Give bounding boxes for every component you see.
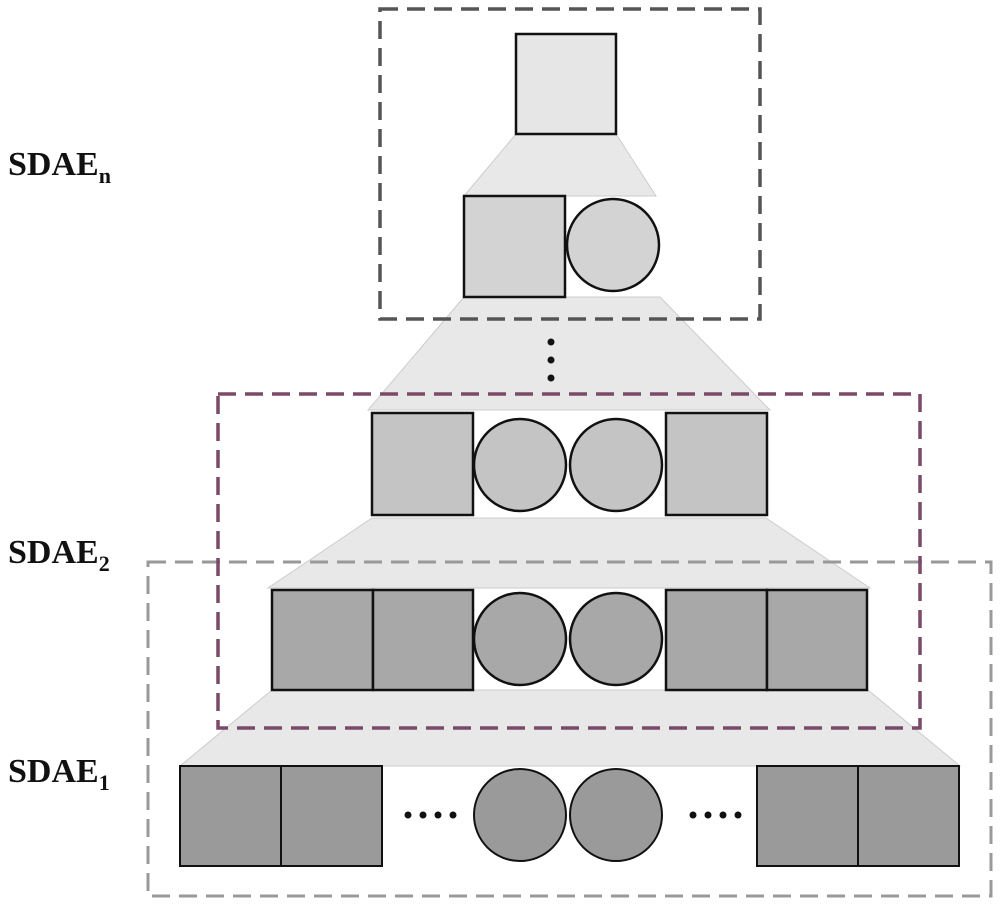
unit-2-square-left [370, 411, 475, 517]
unit-bottom-square-4 [857, 765, 960, 867]
unit-mid-square-4 [765, 588, 869, 692]
label-sdae-n-base: SDAE [8, 146, 99, 183]
unit-mid-square-2 [371, 588, 475, 692]
unit-bottom-circle-2 [569, 768, 663, 862]
unit-2-circle-left [472, 417, 568, 513]
label-sdae-2-sub: 2 [98, 551, 110, 576]
label-sdae-2: SDAE2 [8, 536, 110, 575]
unit-bottom-square-3 [756, 765, 859, 867]
group-box-sdae-1 [146, 560, 993, 898]
group-box-sdae-2 [216, 392, 922, 730]
unit-mid-circle-2 [568, 591, 664, 687]
unit-n-circle [565, 197, 661, 293]
horizontal-ellipsis-left [404, 811, 457, 819]
group-box-sdae-n [378, 7, 762, 321]
horizontal-ellipsis-right [689, 811, 742, 819]
unit-mid-square-3 [664, 588, 769, 692]
label-sdae-n-sub: n [98, 163, 111, 188]
unit-top-square [514, 32, 618, 136]
label-sdae-2-base: SDAE [8, 534, 99, 571]
unit-mid-square-1 [270, 588, 375, 692]
label-sdae-n: SDAEn [8, 148, 111, 187]
connection-trapezoid-n-to-dots [366, 296, 772, 411]
unit-bottom-square-1 [179, 765, 282, 867]
unit-bottom-circle-1 [473, 768, 567, 862]
connection-trapezoid-2-to-mid [266, 517, 872, 589]
label-sdae-1-sub: 1 [98, 770, 110, 795]
label-sdae-1-base: SDAE [8, 753, 99, 790]
label-sdae-1: SDAE1 [8, 755, 110, 794]
unit-2-circle-right [568, 417, 664, 513]
unit-2-square-right [664, 411, 769, 517]
connection-trapezoid-top [462, 133, 657, 197]
vertical-ellipsis [547, 338, 555, 382]
unit-n-square [462, 194, 567, 299]
unit-mid-circle-1 [472, 591, 568, 687]
unit-bottom-square-2 [280, 765, 383, 867]
